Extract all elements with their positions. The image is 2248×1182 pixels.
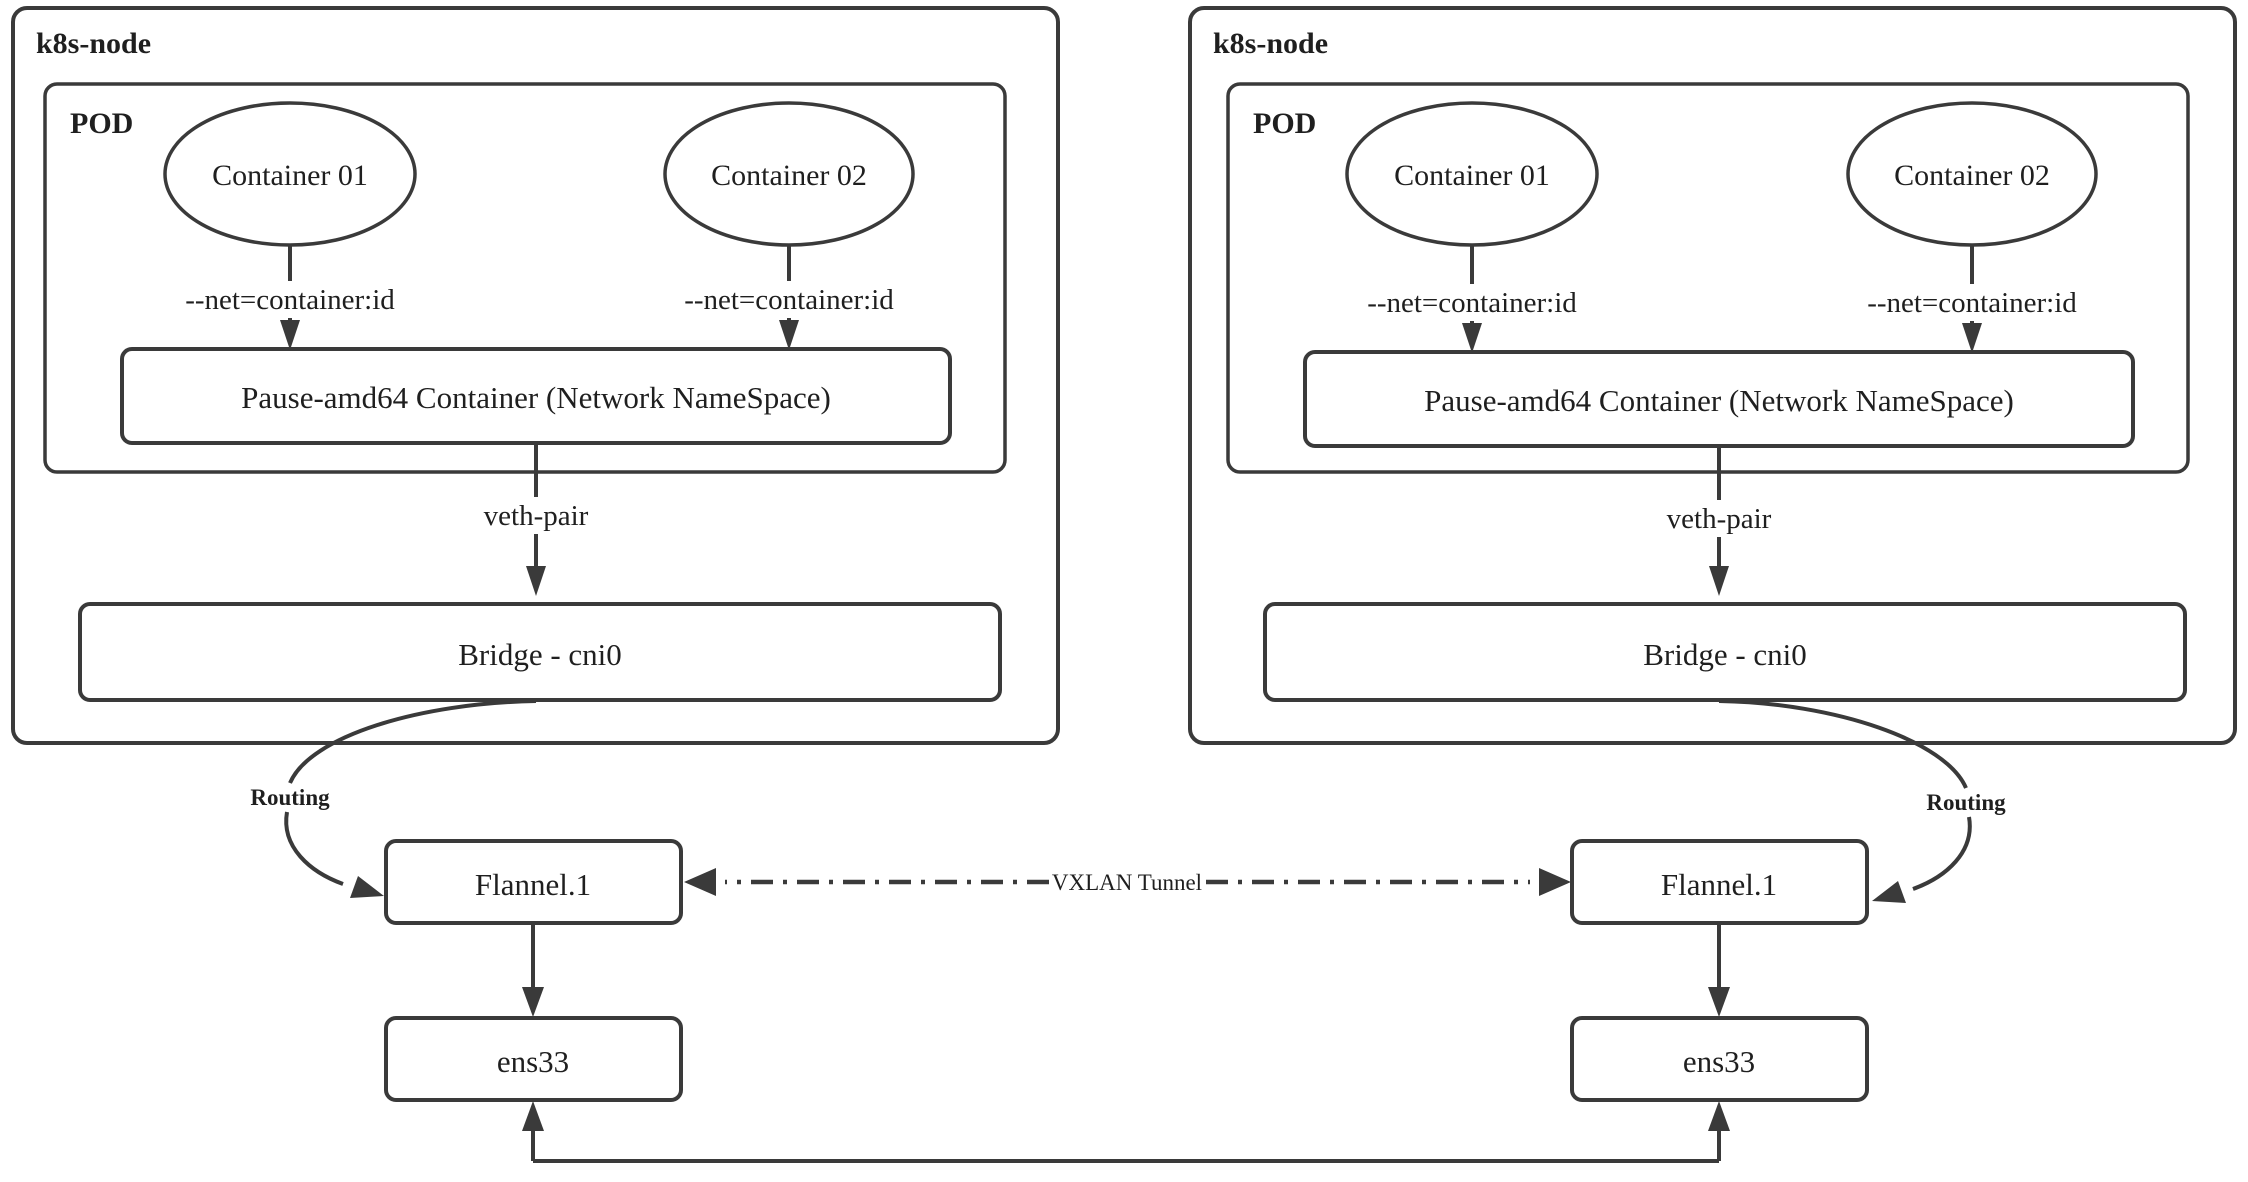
vxlan-tunnel-arrowhead-right bbox=[1539, 868, 1571, 896]
pod-right-title: POD bbox=[1253, 107, 1316, 140]
pause-container-left-label: Pause-amd64 Container (Network NameSpace… bbox=[241, 380, 831, 415]
node-left-group: k8s-node POD Container 01 Container 02 -… bbox=[11, 6, 1060, 1102]
node-right-group: k8s-node POD Container 01 Container 02 -… bbox=[1188, 6, 2237, 1102]
container-02-left-label: Container 02 bbox=[711, 159, 867, 192]
container-01-right-label: Container 01 bbox=[1394, 159, 1550, 192]
container-01-right-arrowhead bbox=[1462, 323, 1482, 353]
pod-left-title: POD bbox=[70, 107, 133, 140]
vxlan-tunnel-arrowhead-left bbox=[684, 868, 716, 896]
pause-container-right-label: Pause-amd64 Container (Network NameSpace… bbox=[1424, 383, 2014, 418]
container-01-left-arrowhead bbox=[280, 320, 300, 350]
vxlan-tunnel-label: VXLAN Tunnel bbox=[1052, 870, 1202, 895]
veth-pair-right-arrowhead bbox=[1709, 566, 1729, 596]
flannel-right-label: Flannel.1 bbox=[1661, 867, 1777, 902]
container-01-left-label: Container 01 bbox=[212, 159, 368, 192]
routing-right-arrowhead bbox=[1872, 881, 1906, 903]
routing-left-arrowhead bbox=[350, 876, 384, 898]
physical-link-left-arrowhead bbox=[522, 1101, 544, 1131]
container-02-right-label: Container 02 bbox=[1894, 159, 2050, 192]
flannel-left-label: Flannel.1 bbox=[475, 867, 591, 902]
vxlan-tunnel-group: VXLAN Tunnel bbox=[684, 868, 1571, 896]
veth-pair-right-label: veth-pair bbox=[1667, 503, 1772, 535]
ens33-right-label: ens33 bbox=[1683, 1044, 1755, 1079]
container-02-left-arrowhead bbox=[779, 320, 799, 350]
container-02-left-edge-label: --net=container:id bbox=[684, 284, 894, 316]
k8s-node-left-title: k8s-node bbox=[36, 27, 151, 60]
routing-left-curve-lower bbox=[284, 811, 344, 886]
container-01-left-edge-label: --net=container:id bbox=[185, 284, 395, 316]
bridge-cni0-left-box bbox=[78, 602, 1002, 702]
flannel-to-ens33-right-arrowhead bbox=[1708, 987, 1730, 1017]
ens33-right-box bbox=[1570, 1016, 1869, 1102]
routing-right-curve-lower bbox=[1912, 816, 1972, 891]
container-02-right-arrowhead bbox=[1962, 323, 1982, 353]
container-02-right-edge-label: --net=container:id bbox=[1867, 287, 2077, 319]
physical-link-group bbox=[522, 1101, 1730, 1163]
routing-left-label: Routing bbox=[250, 785, 330, 810]
routing-right-curve-upper bbox=[1718, 699, 1968, 789]
veth-pair-left-arrowhead bbox=[526, 566, 546, 596]
bridge-cni0-right-label: Bridge - cni0 bbox=[1643, 637, 1807, 672]
flannel-to-ens33-left-arrowhead bbox=[522, 987, 544, 1017]
routing-left-curve-upper bbox=[288, 699, 537, 784]
bridge-cni0-left-label: Bridge - cni0 bbox=[458, 637, 622, 672]
veth-pair-left-label: veth-pair bbox=[484, 500, 589, 532]
physical-link-right-arrowhead bbox=[1708, 1101, 1730, 1131]
k8s-node-right-title: k8s-node bbox=[1213, 27, 1328, 60]
container-01-right-edge-label: --net=container:id bbox=[1367, 287, 1577, 319]
routing-right-label: Routing bbox=[1926, 790, 2006, 815]
ens33-left-box bbox=[384, 1016, 683, 1102]
ens33-left-label: ens33 bbox=[497, 1044, 569, 1079]
